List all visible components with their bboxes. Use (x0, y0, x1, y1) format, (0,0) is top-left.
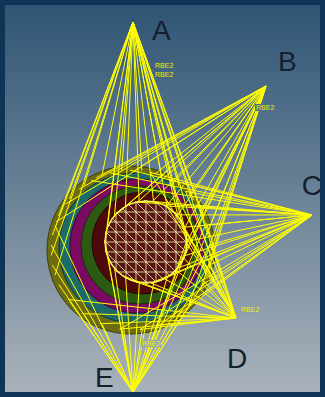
rbe2-spiders (51, 22, 312, 392)
element-tag: RBE2 (154, 71, 174, 78)
hole-mesh (0, 192, 296, 292)
element-tag: RBE2 (154, 62, 174, 69)
node-letter: C (302, 172, 322, 200)
node-letter: E (95, 364, 114, 392)
node-letter: D (227, 345, 247, 373)
element-tag: RBE2 (240, 306, 260, 313)
viewport-ground (5, 5, 320, 392)
node-letter: B (278, 48, 297, 76)
element-tag: RBE2 (141, 340, 161, 347)
node-letter: A (152, 17, 171, 45)
element-tag: RBE2 (255, 104, 275, 111)
